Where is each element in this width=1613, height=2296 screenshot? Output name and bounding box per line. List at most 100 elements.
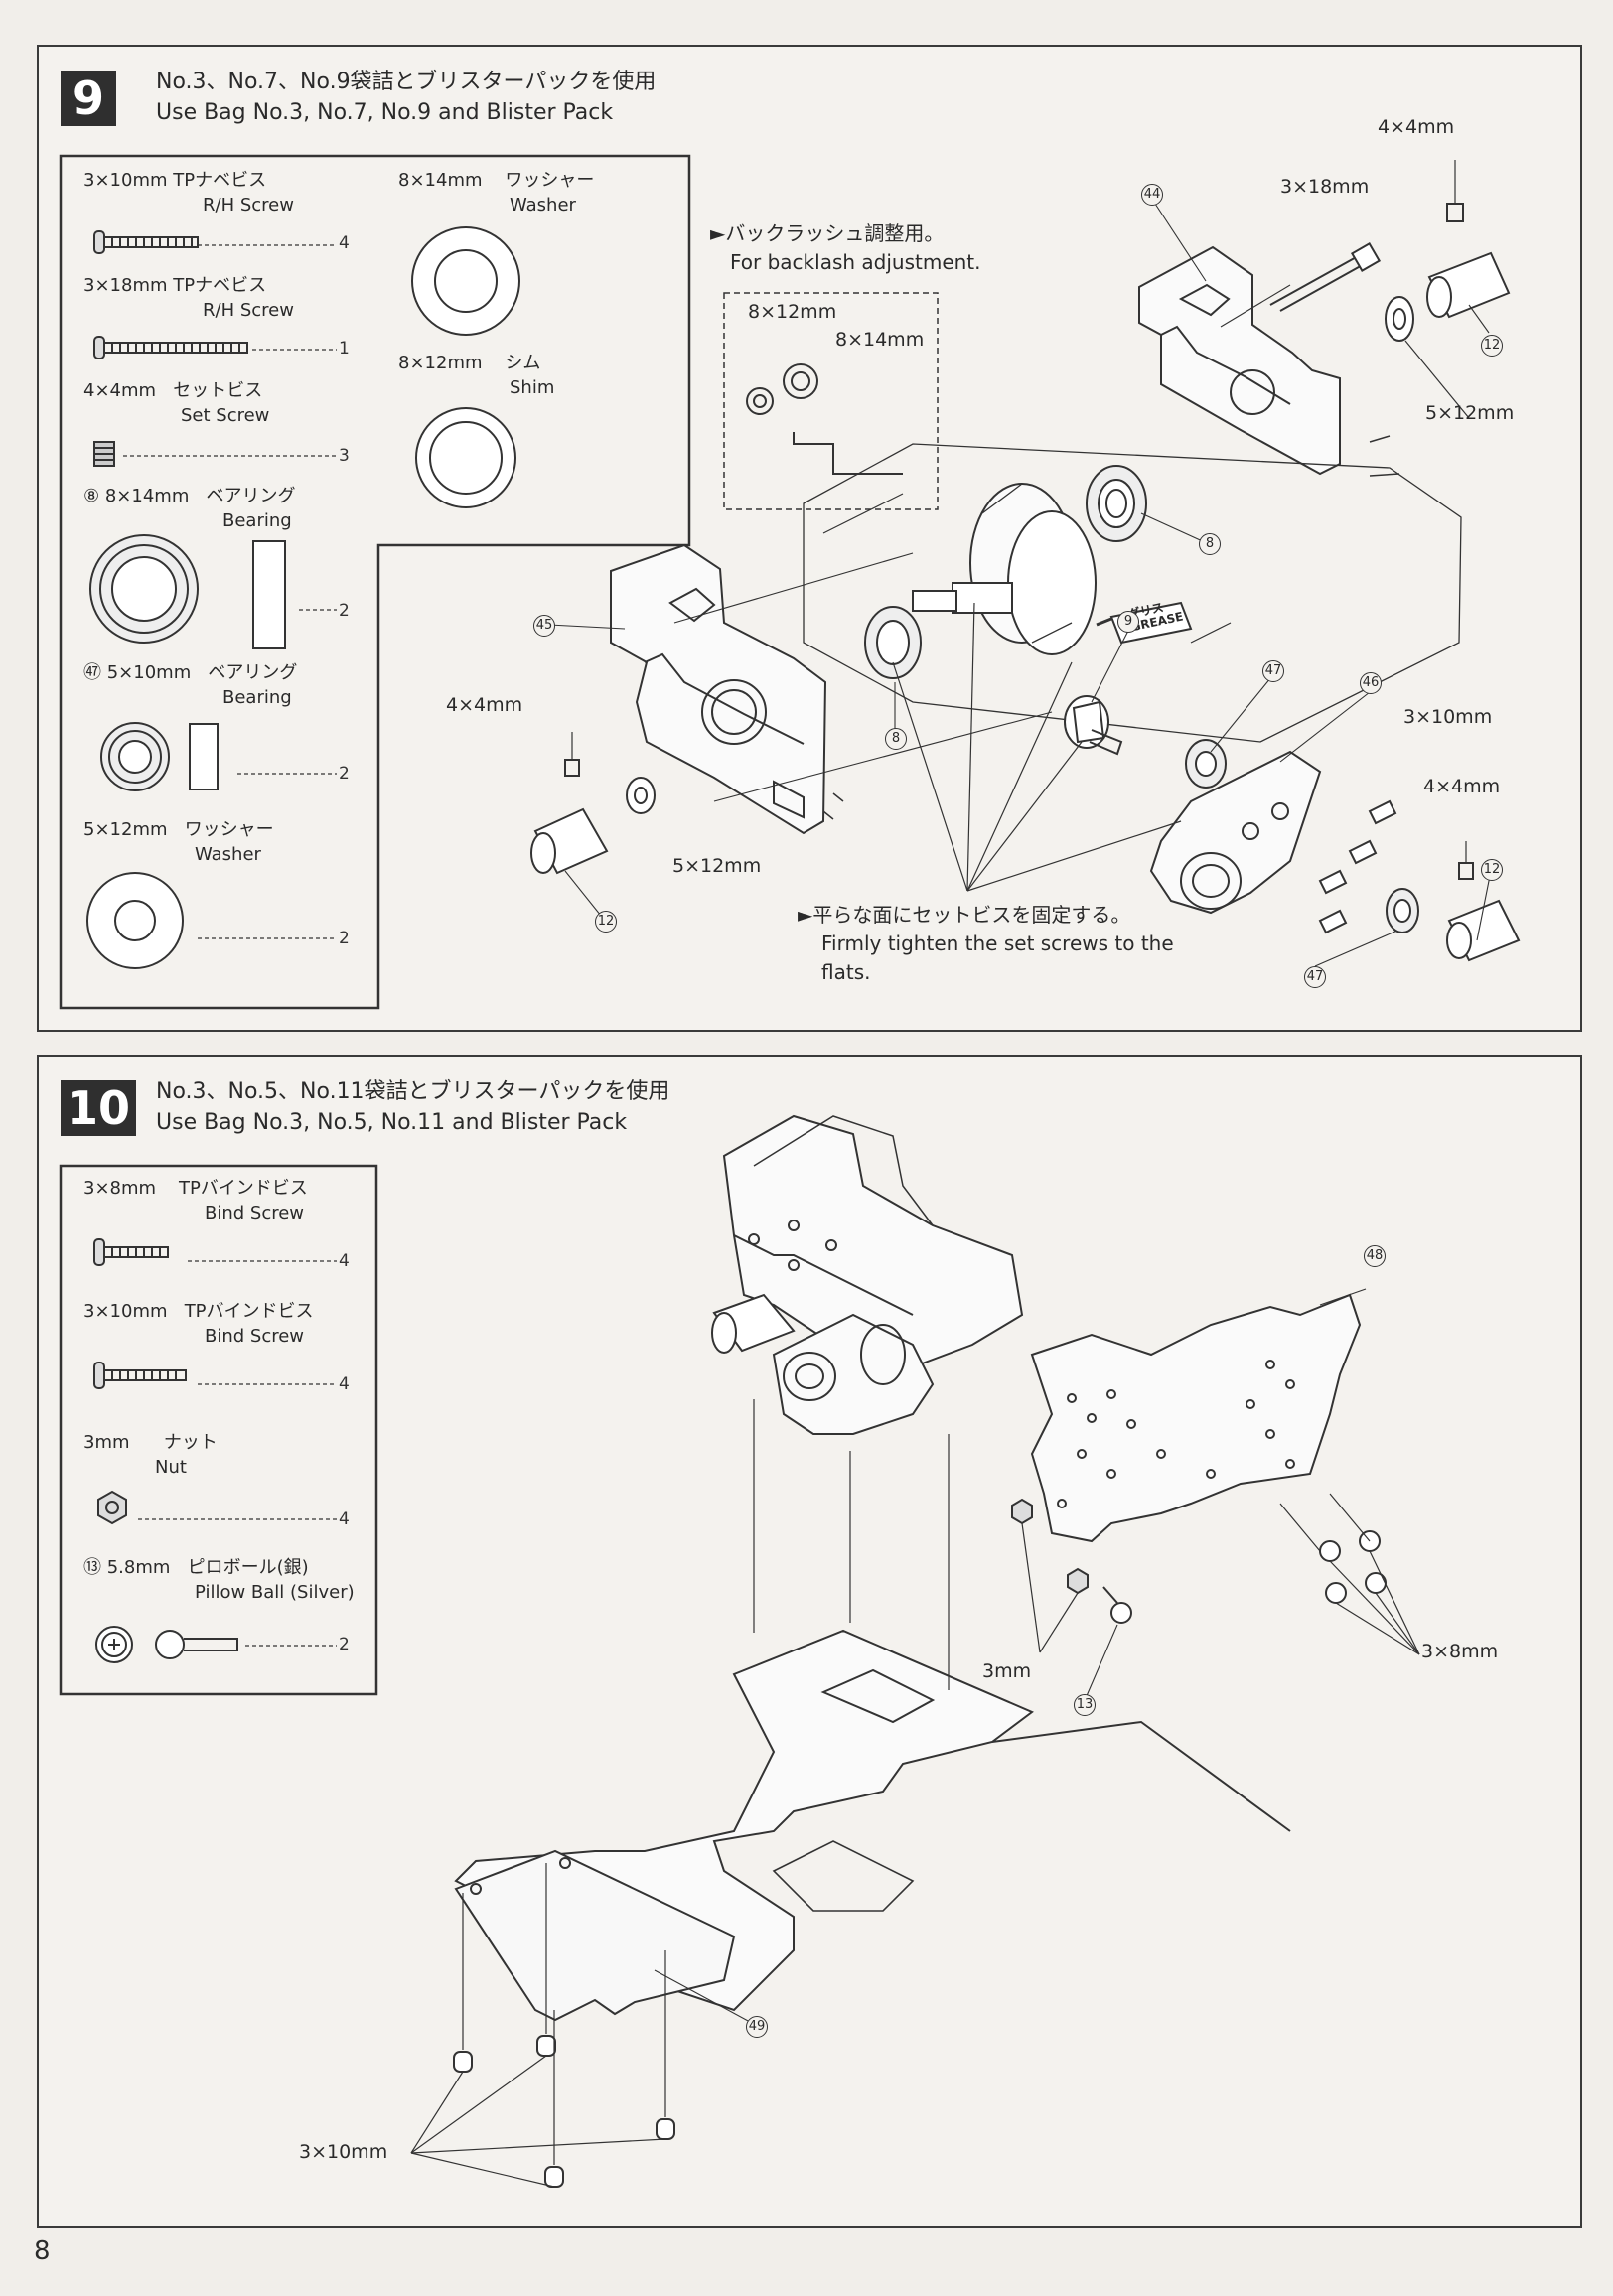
part-label-3x10-rh-screw: 3×10mm TPナベビス R/H Screw [83, 168, 294, 217]
part-en: Washer [510, 195, 576, 215]
callout-9: 9 [1117, 611, 1139, 633]
part-jp: セットビス [173, 380, 263, 401]
label-4x4-right: 4×4mm [1423, 776, 1501, 797]
part-count: 2 [339, 601, 350, 621]
part-count: 4 [339, 1374, 350, 1394]
step-9-exploded-diagram [59, 154, 1521, 1010]
callout-49: 49 [746, 2016, 768, 2038]
label-3x18: 3×18mm [1280, 176, 1370, 198]
part-jp: ベアリング [206, 486, 296, 506]
callout-8-lower: 8 [885, 728, 907, 750]
label-8x12-shim: 8×12mm [748, 301, 837, 323]
part-en: R/H Screw [203, 300, 294, 321]
callout-13: 13 [1074, 1694, 1096, 1716]
differential-gear [912, 483, 1097, 655]
part-jp: ベアリング [208, 662, 298, 683]
part-label-3x10-bind-screw: 3×10mm TPバインドビス Bind Screw [83, 1299, 314, 1349]
step-number: 10 [61, 1080, 137, 1136]
part-jp: ワッシャー [184, 819, 274, 840]
label-5x12-left: 5×12mm [672, 855, 762, 877]
part-label-8x14-bearing: ⑧ 8×14mm ベアリング Bearing [83, 484, 296, 533]
rh-screw-3x10-icon [93, 230, 199, 254]
label-3x10: 3×10mm [299, 2141, 388, 2163]
part-en: Bind Screw [205, 1326, 305, 1347]
part-count: 3 [339, 446, 350, 466]
part-label-3x18-rh-screw: 3×18mm TPナベビス R/H Screw [83, 273, 294, 323]
part-size: ㊼ 5×10mm [83, 662, 192, 683]
step-title-en: Use Bag No.3, No.7, No.9 and Blister Pac… [156, 100, 614, 125]
page-number: 8 [34, 2236, 51, 2266]
part-en: Shim [510, 377, 555, 398]
backlash-note-jp: ►バックラッシュ調整用。 [710, 221, 945, 245]
part-size: ⑬ 5.8mm [83, 1557, 171, 1578]
step-title-jp: No.3、No.5、No.11袋詰とブリスターパックを使用 [156, 1079, 670, 1104]
step-10-exploded-diagram [59, 1114, 1420, 2188]
callout-12-left: 12 [595, 911, 617, 933]
part-en: Bearing [222, 687, 292, 708]
part-jp: ピロボール(銀) [187, 1557, 309, 1578]
setscrew-note: ►平らな面にセットビスを固定する。 Firmly tighten the set… [798, 901, 1174, 987]
part-size: 3×10mm [83, 1301, 168, 1322]
part-jp: ワッシャー [505, 170, 595, 191]
step-10-panel: 10 No.3、No.5、No.11袋詰とブリスターパックを使用 Use Bag… [37, 1055, 1582, 2228]
part-label-pillow-ball: ⑬ 5.8mm ピロボール(銀) Pillow Ball (Silver) [83, 1555, 355, 1605]
callout-44: 44 [1141, 184, 1163, 206]
part-count: 4 [339, 1509, 350, 1529]
label-3mm: 3mm [982, 1660, 1032, 1682]
part-jp: ナット [163, 1432, 218, 1453]
part-en: Set Screw [181, 405, 270, 426]
part-jp: シム [505, 353, 541, 373]
callout-12-right: 12 [1481, 859, 1503, 881]
callout-47-lower: 47 [1304, 966, 1326, 988]
label-8x14-washer: 8×14mm [835, 329, 925, 351]
callout-46: 46 [1360, 672, 1382, 694]
part-count: 2 [339, 764, 350, 784]
setscrew-note-jp: ►平らな面にセットビスを固定する。 [798, 903, 1131, 927]
part-jp: TPバインドビス [178, 1178, 308, 1199]
part-count: 2 [339, 1635, 350, 1654]
part-label-5x10-bearing: ㊼ 5×10mm ベアリング Bearing [83, 660, 297, 710]
part-count: 4 [339, 233, 350, 253]
nut-icon [97, 1490, 127, 1525]
step-title-en: Use Bag No.3, No.5, No.11 and Blister Pa… [156, 1110, 628, 1135]
set-screw-icon [93, 441, 115, 467]
part-count: 4 [339, 1251, 350, 1271]
part-label-3x8-bind-screw: 3×8mm TPバインドビス Bind Screw [83, 1176, 308, 1225]
part-jp: TPナベビス [173, 275, 267, 296]
part-size: 4×4mm [83, 380, 157, 401]
bind-screw-3x10-icon [93, 1362, 187, 1389]
part-en: R/H Screw [203, 195, 294, 215]
part-size: 3×18mm [83, 275, 168, 296]
part-en: Washer [195, 844, 261, 865]
part-count: 1 [339, 339, 350, 359]
callout-47: 47 [1262, 660, 1284, 682]
part-size: 5×12mm [83, 819, 168, 840]
part-size: 8×14mm [398, 170, 483, 191]
step-title-jp: No.3、No.7、No.9袋詰とブリスターパックを使用 [156, 70, 657, 94]
part-size: 3mm [83, 1432, 130, 1453]
label-4x4-left: 4×4mm [446, 694, 523, 716]
part-size: 8×12mm [398, 353, 483, 373]
setscrew-note-en-2: flats. [821, 960, 871, 984]
step-title: No.3、No.5、No.11袋詰とブリスターパックを使用 Use Bag No… [156, 1076, 669, 1138]
step-9-panel: 9 No.3、No.7、No.9袋詰とブリスターパックを使用 Use Bag N… [37, 45, 1582, 1032]
label-5x12-right: 5×12mm [1425, 402, 1515, 424]
label-3x8: 3×8mm [1421, 1641, 1499, 1662]
part-en: Nut [155, 1457, 187, 1478]
pinion-gear-9 [1064, 695, 1123, 756]
part-en: Bind Screw [205, 1203, 305, 1223]
part-label-5x12-washer: 5×12mm ワッシャー Washer [83, 817, 274, 867]
step-number: 9 [61, 71, 116, 126]
part-jp: TPナベビス [173, 170, 267, 191]
part-en: Bearing [222, 510, 292, 531]
setscrew-note-en: Firmly tighten the set screws to the [821, 932, 1174, 955]
backlash-note-en: For backlash adjustment. [730, 250, 981, 274]
callout-8: 8 [1199, 533, 1221, 555]
label-4x4-top: 4×4mm [1378, 116, 1455, 138]
part-label-8x14-washer: 8×14mm ワッシャー Washer [398, 168, 594, 217]
rh-screw-3x18-icon [93, 336, 248, 359]
step-title: No.3、No.7、No.9袋詰とブリスターパックを使用 Use Bag No.… [156, 67, 656, 128]
part-size: 3×10mm [83, 170, 168, 191]
part-label-3mm-nut: 3mm ナット Nut [83, 1430, 218, 1480]
part-label-8x12-shim: 8×12mm シム Shim [398, 351, 554, 400]
